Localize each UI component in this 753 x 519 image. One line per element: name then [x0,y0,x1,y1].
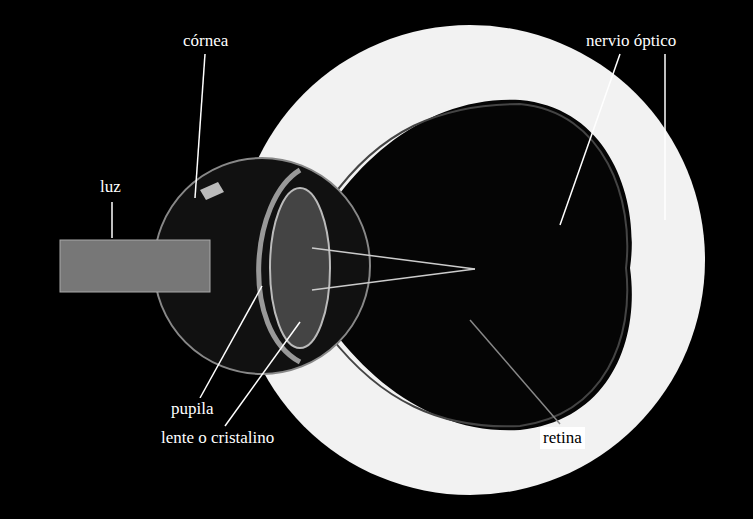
leader-line [560,54,620,225]
cornea-highlight [200,182,224,200]
part-label: córnea [180,30,231,52]
part-label: luz [97,176,124,198]
light-beam [60,240,210,292]
leader-line [195,54,205,198]
part-label: nervio óptico [583,30,679,52]
retina-layer [330,104,627,426]
light-ray [312,248,475,269]
leader-line [200,286,262,398]
part-label: lente o cristalino [158,427,277,449]
part-label: retina [540,427,585,449]
leader-line [225,322,300,426]
part-label: pupila [168,398,217,420]
leader-line [111,202,113,238]
leader-line [664,54,666,220]
light-ray [312,269,475,290]
lens [270,188,330,348]
sclera [235,25,705,495]
leader-line [470,320,560,424]
